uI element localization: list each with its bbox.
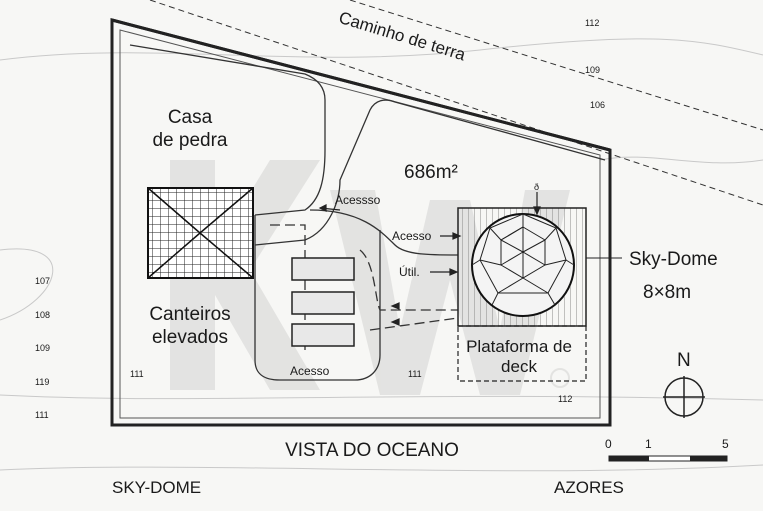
stone-house-label-2: de pedra — [152, 130, 227, 151]
sky-dome — [471, 213, 575, 317]
contour-label: 111 — [408, 369, 422, 379]
contour-label: 109 — [585, 65, 600, 75]
north-arrow: N — [663, 350, 705, 418]
contour-label: 108 — [35, 310, 50, 320]
raised-bed — [291, 291, 355, 315]
deck-label-1: Plataforma de — [466, 337, 572, 356]
scale-tick: 0 — [605, 437, 612, 451]
util-label: Útil. — [399, 264, 420, 279]
access-top-label: Acessso — [335, 193, 381, 207]
contour-label: 107 — [35, 276, 50, 286]
ocean-view-label: VISTA DO OCEANO — [285, 440, 459, 461]
contour-label: 119 — [35, 377, 49, 387]
contour-label: 112 — [558, 394, 572, 404]
deck-extension — [457, 325, 587, 382]
access-bottom-label: Acesso — [290, 364, 330, 378]
footer-right: AZORES — [554, 478, 624, 497]
access-mid-label: Acesso — [392, 229, 432, 243]
footer-left: SKY-DOME — [112, 478, 201, 497]
scale-tick: 1 — [645, 437, 652, 451]
raised-beds — [291, 257, 355, 347]
flow-arrows — [318, 192, 541, 326]
north-label: N — [677, 350, 691, 371]
area-label: 686m² — [404, 162, 458, 183]
deck-label-2: deck — [501, 357, 537, 376]
raised-bed — [291, 323, 355, 347]
access-paths — [129, 44, 606, 381]
contour-label: 111 — [35, 410, 49, 420]
stone-house-label-1: Casa — [168, 107, 213, 128]
dome-label: Sky-Dome — [629, 249, 718, 270]
site-boundary — [110, 18, 612, 427]
raised-beds-label-2: elevados — [152, 327, 228, 348]
contour-label: 111 — [130, 369, 144, 379]
contour-lines — [0, 38, 763, 472]
scale-tick: 5 — [722, 437, 729, 451]
stone-house — [147, 187, 254, 279]
scale-bar: 0 1 5 — [605, 437, 729, 462]
contour-label: 109 — [35, 343, 50, 353]
raised-bed — [291, 257, 355, 281]
slope-mark: ð — [534, 182, 539, 192]
raised-beds-label-1: Canteiros — [149, 304, 230, 325]
contour-label: 112 — [585, 18, 599, 28]
dome-size-label: 8×8m — [643, 282, 691, 303]
contour-label: 106 — [590, 100, 605, 110]
